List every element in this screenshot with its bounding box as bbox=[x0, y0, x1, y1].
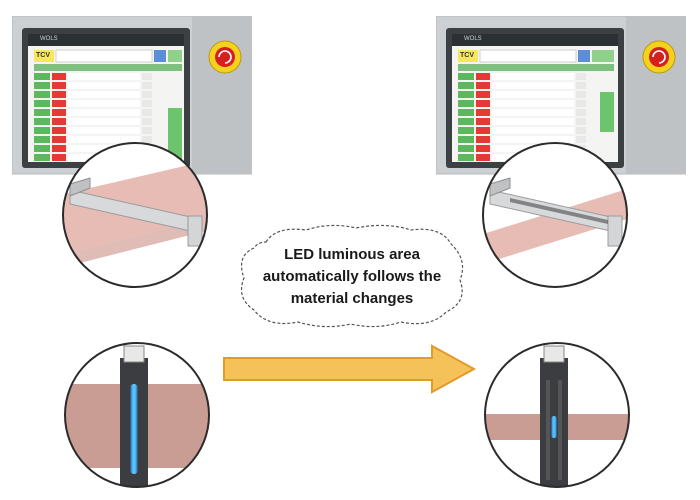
hmi-table-cell bbox=[458, 109, 474, 116]
hmi-table-cell bbox=[68, 109, 140, 116]
hmi-table-cell bbox=[52, 127, 66, 134]
sensor-zoom-right bbox=[480, 140, 630, 290]
hmi-table-cell bbox=[34, 118, 50, 125]
sensor-zoom-left bbox=[60, 140, 210, 290]
hmi-table-cell bbox=[68, 145, 140, 152]
hmi-table-cell bbox=[52, 91, 66, 98]
arrow-right-icon bbox=[222, 344, 477, 399]
hmi-table-cell bbox=[34, 109, 50, 116]
hmi-table-cell bbox=[476, 154, 490, 161]
caption-text: LED luminous area automatically follows … bbox=[236, 244, 468, 310]
hmi-table-cell bbox=[142, 127, 152, 134]
hmi-table-cell bbox=[68, 91, 140, 98]
hmi-table-cell bbox=[68, 118, 140, 125]
hmi-table-cell bbox=[576, 109, 586, 116]
hmi-table-cell bbox=[142, 91, 152, 98]
hmi-table-cell bbox=[492, 109, 574, 116]
hmi-table-cell bbox=[52, 145, 66, 152]
hmi-table-cell bbox=[476, 82, 490, 89]
hmi-table-cell bbox=[458, 91, 474, 98]
hmi-table-cell bbox=[458, 154, 474, 161]
hmi-table-cell bbox=[458, 82, 474, 89]
caption-cloud: LED luminous area automatically follows … bbox=[236, 222, 468, 330]
hmi-table-cell bbox=[52, 109, 66, 116]
hmi-table-cell bbox=[458, 127, 474, 134]
led-zoom-left bbox=[62, 340, 212, 490]
caption-line-1: LED luminous area bbox=[284, 246, 420, 263]
hmi-table-cell bbox=[492, 82, 574, 89]
hmi-table-cell bbox=[142, 82, 152, 89]
hmi-table-cell bbox=[576, 91, 586, 98]
hmi-table-cell bbox=[492, 73, 574, 80]
caption-line-2: automatically follows the bbox=[262, 268, 442, 285]
hmi-logo: TCV bbox=[460, 52, 474, 59]
hmi-table-cell bbox=[34, 91, 50, 98]
hmi-table-cell bbox=[576, 118, 586, 125]
hmi-table-cell bbox=[476, 127, 490, 134]
hmi-table-cell bbox=[476, 109, 490, 116]
hmi-table-cell bbox=[52, 73, 66, 80]
hmi-table-cell bbox=[458, 100, 474, 107]
hmi-table-cell bbox=[34, 100, 50, 107]
hmi-table-cell bbox=[492, 100, 574, 107]
hmi-table-cell bbox=[142, 118, 152, 125]
hmi-table-cell bbox=[34, 145, 50, 152]
hmi-table-cell bbox=[34, 154, 50, 161]
hmi-table-cell bbox=[68, 127, 140, 134]
hmi-table-cell bbox=[476, 91, 490, 98]
hmi-table-cell bbox=[34, 136, 50, 143]
hmi-table-cell bbox=[68, 82, 140, 89]
hmi-table-cell bbox=[576, 100, 586, 107]
hmi-table-cell bbox=[34, 127, 50, 134]
hmi-table-cell bbox=[458, 145, 474, 152]
hmi-table-cell bbox=[142, 73, 152, 80]
hmi-table-cell bbox=[52, 154, 66, 161]
hmi-table-cell bbox=[142, 100, 152, 107]
hmi-table-cell bbox=[34, 82, 50, 89]
hmi-table-cell bbox=[476, 100, 490, 107]
hmi-table-cell bbox=[476, 136, 490, 143]
led-zoom-right bbox=[482, 340, 632, 490]
hmi-table-cell bbox=[68, 100, 140, 107]
hmi-table-cell bbox=[576, 73, 586, 80]
hmi-table-cell bbox=[492, 136, 574, 143]
hmi-table-cell bbox=[492, 91, 574, 98]
hmi-table-cell bbox=[68, 73, 140, 80]
hmi-table-cell bbox=[492, 118, 574, 125]
emergency-stop-icon[interactable] bbox=[208, 40, 242, 79]
emergency-stop-icon[interactable] bbox=[642, 40, 676, 79]
hmi-table-cell bbox=[458, 136, 474, 143]
hmi-table-cell bbox=[492, 127, 574, 134]
hmi-table-cell bbox=[458, 118, 474, 125]
hmi-table-cell bbox=[34, 73, 50, 80]
hmi-logo: TCV bbox=[36, 52, 50, 59]
hmi-table-cell bbox=[52, 82, 66, 89]
hmi-brand: WOLS bbox=[40, 36, 58, 42]
hmi-table-cell bbox=[52, 118, 66, 125]
hmi-table-cell bbox=[476, 73, 490, 80]
hmi-table-cell bbox=[52, 100, 66, 107]
hmi-panel-left: WOLS TCV bbox=[11, 15, 253, 286]
hmi-table-cell bbox=[52, 136, 66, 143]
hmi-table-cell bbox=[142, 109, 152, 116]
hmi-table-cell bbox=[68, 136, 140, 143]
hmi-table-cell bbox=[576, 136, 586, 143]
hmi-table-cell bbox=[476, 145, 490, 152]
hmi-table-cell bbox=[142, 136, 152, 143]
hmi-brand: WOLS bbox=[464, 36, 482, 42]
caption-line-3: material changes bbox=[290, 290, 414, 307]
hmi-table-cell bbox=[458, 73, 474, 80]
hmi-table-cell bbox=[576, 82, 586, 89]
hmi-table-cell bbox=[576, 127, 586, 134]
hmi-table-cell bbox=[476, 118, 490, 125]
